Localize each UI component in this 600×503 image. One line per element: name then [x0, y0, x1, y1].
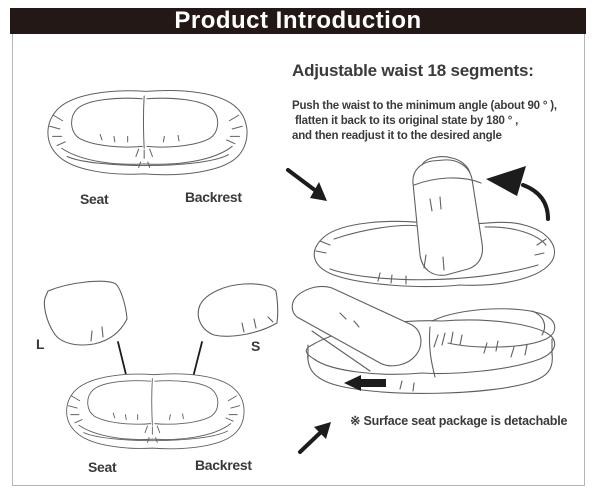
detachable-cover-illustration [291, 285, 556, 394]
flat-sofa-illustration-bottom [66, 373, 245, 450]
panel-small-sketch [197, 283, 279, 337]
panel-small-label: S [251, 338, 261, 354]
page-title-banner: Product Introduction [10, 8, 586, 34]
flat-sofa-illustration [47, 90, 248, 176]
instruction-line-2: flatten it back to its original state by… [295, 115, 519, 127]
detachable-note: ※ Surface seat package is detachable [350, 414, 568, 428]
up-right-arrow-icon [298, 422, 331, 454]
section-heading: Adjustable waist 18 segments: [292, 61, 534, 80]
slide-left-arrow-icon [344, 375, 386, 391]
panel-large-sketch [43, 280, 128, 346]
seat-label-top: Seat [80, 191, 109, 207]
push-arrow-icon [286, 168, 327, 201]
raised-backrest-illustration [286, 156, 555, 288]
backrest-label-bottom: Backrest [195, 457, 252, 473]
rotate-arrow-icon [486, 166, 550, 221]
backrest-label-top: Backrest [185, 189, 242, 205]
instruction-paragraph: Push the waist to the minimum angle (abo… [292, 99, 557, 144]
seat-label-bottom: Seat [88, 459, 117, 475]
cover-panels-illustration [43, 280, 279, 406]
page-title: Product Introduction [174, 7, 422, 34]
panel-large-label: L [36, 336, 45, 352]
instruction-line-1: Push the waist to the minimum angle (abo… [292, 100, 557, 112]
instruction-line-3: and then readjust it to the desired angl… [292, 130, 502, 142]
lifted-cover-sketch [291, 285, 422, 372]
raised-backrest-sketch [412, 156, 484, 276]
